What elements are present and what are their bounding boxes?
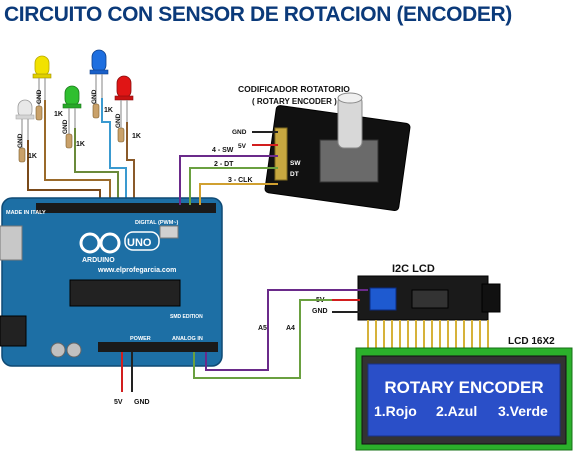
digital-header xyxy=(36,203,216,213)
led-wires xyxy=(27,98,135,205)
made-in-label: MADE IN ITALY xyxy=(6,210,46,216)
i2c-label: I2C LCD xyxy=(392,263,435,275)
r2-label: 1K xyxy=(54,111,63,118)
a5-label: A5 xyxy=(258,325,267,332)
rotary-encoder xyxy=(264,92,411,212)
svg-text:GND: GND xyxy=(91,89,98,104)
bottom-gnd-label: GND xyxy=(134,399,150,406)
lcd-item-2: 2.Azul xyxy=(436,403,477,419)
encoder-wire-labels: 4 - SW 2 - DT 3 - CLK xyxy=(212,147,253,184)
r3-label: 1K xyxy=(76,141,85,148)
resistor-labels: 1K 1K 1K 1K 1K xyxy=(28,107,141,160)
led-yellow-bulb xyxy=(34,55,50,77)
i2c-module xyxy=(357,275,501,321)
wire-dt-label: 2 - DT xyxy=(214,161,234,168)
enc-pin-gnd: GND xyxy=(232,129,247,136)
led-blue xyxy=(89,49,109,104)
led-yellow xyxy=(32,55,52,106)
led-green xyxy=(62,85,82,134)
wire-sw-label: 4 - SW xyxy=(212,147,234,154)
website-label: www.elprofegarcia.com xyxy=(97,267,176,274)
digital-label: DIGITAL (PWM~) xyxy=(135,220,179,226)
i2c-data-wires xyxy=(193,289,368,379)
i2c-power-wires xyxy=(332,299,360,313)
uno-label: UNO xyxy=(127,237,152,249)
r4-label: 1K xyxy=(104,107,113,114)
diagram-title: CIRCUITO CON SENSOR DE ROTACION (ENCODER… xyxy=(4,3,512,26)
led-green-bulb xyxy=(64,85,80,107)
led-gnd-labels: GND GND GND GND GND xyxy=(17,89,122,148)
arduino-logo-icon xyxy=(79,232,121,254)
arduino-brand: ARDUINO xyxy=(82,257,115,264)
led-red xyxy=(114,75,134,128)
led-white xyxy=(15,99,35,148)
lcd-screen xyxy=(367,363,561,437)
resistors xyxy=(18,103,125,163)
enc-pin-5v: 5V xyxy=(238,143,247,150)
r1-label: 1K xyxy=(28,153,37,160)
lcd-item-1: 1.Rojo xyxy=(374,403,417,419)
encoder-shaft xyxy=(337,95,363,149)
lcd-module-label: LCD 16X2 xyxy=(508,336,555,347)
reset-button xyxy=(159,225,179,239)
lcd-header-pins xyxy=(367,320,489,348)
lcd-16x2 xyxy=(355,347,573,451)
svg-text:GND: GND xyxy=(36,89,43,104)
arduino-texts: MADE IN ITALY UNO ARDUINO www.elprofegar… xyxy=(6,210,203,342)
enc-pin-dt: DT xyxy=(290,171,299,178)
power-label: POWER xyxy=(130,336,151,342)
a4-label: A4 xyxy=(286,325,295,332)
encoder-heading-2: ( ROTARY ENCODER ) xyxy=(252,97,337,106)
arduino-board xyxy=(0,197,223,367)
encoder-pin-labels: GND 5V SW DT xyxy=(232,129,301,178)
bottom-5v-label: 5V xyxy=(114,399,123,406)
svg-text:GND: GND xyxy=(17,133,24,148)
encoder-heading-1: CODIFICADOR ROTATORIO xyxy=(238,84,350,94)
power-analog-header xyxy=(98,342,218,352)
lcd-line2: 1.Rojo 2.Azul 3.Verde xyxy=(374,403,548,419)
power-jack xyxy=(0,315,27,347)
smd-label: SMD EDITION xyxy=(170,314,203,320)
wire-clk-label: 3 - CLK xyxy=(228,177,253,184)
svg-text:GND: GND xyxy=(62,119,69,134)
analog-label: ANALOG IN xyxy=(172,336,203,342)
usb-port xyxy=(0,225,23,261)
encoder-wires xyxy=(179,155,278,205)
led-blue-bulb xyxy=(91,49,107,73)
encoder-short-wires xyxy=(252,131,278,146)
led-red-bulb xyxy=(116,75,132,99)
atmega-chip xyxy=(69,279,181,307)
lcd-line1: ROTARY ENCODER xyxy=(384,378,543,397)
enc-pin-sw: SW xyxy=(290,160,301,167)
svg-text:GND: GND xyxy=(115,113,122,128)
arduino-bottom-wires xyxy=(121,352,133,392)
i2c-potentiometer xyxy=(369,287,397,311)
r5-label: 1K xyxy=(132,133,141,140)
lcd-item-3: 3.Verde xyxy=(498,403,548,419)
i2c-gnd-label: GND xyxy=(312,308,328,315)
